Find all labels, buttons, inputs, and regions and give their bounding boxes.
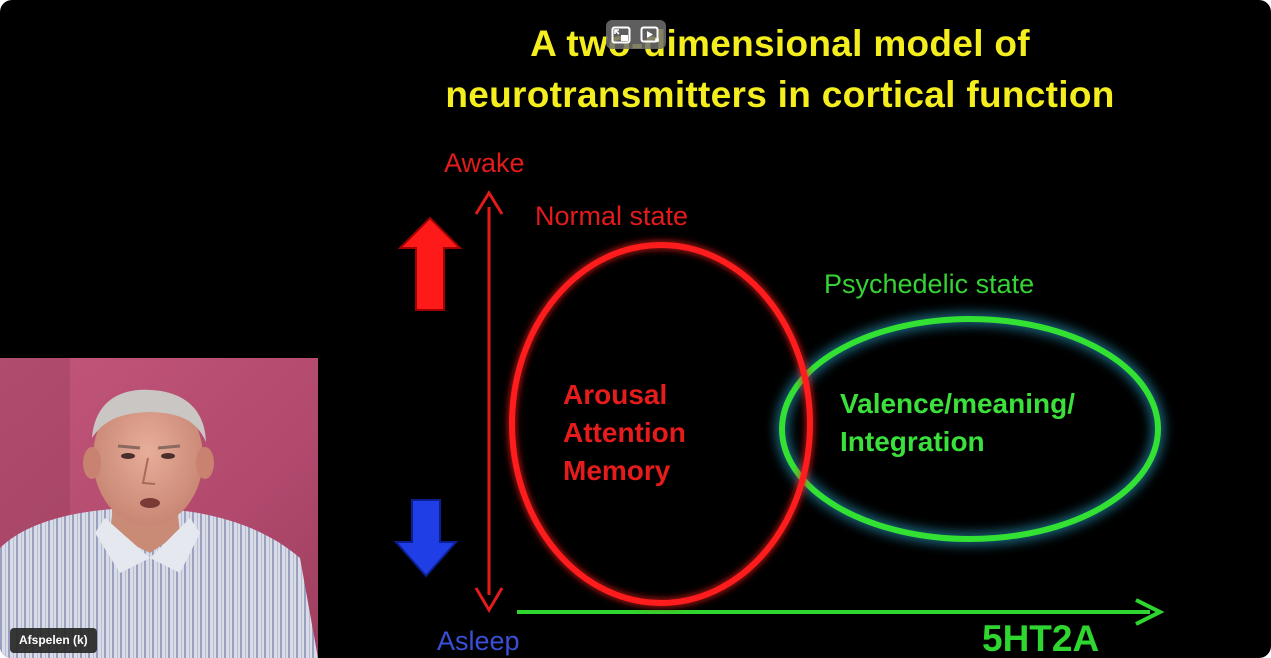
play-tooltip: Afspelen (k) [10,628,97,653]
normal-state-item: Attention [563,417,686,448]
5ht2a-axis-arrow [517,598,1165,626]
arousal-axis-arrow [474,190,504,613]
up-arrow-icon [397,216,463,311]
x-axis-label: 5HT2A [982,618,1100,658]
autoplay-button[interactable] [640,24,662,46]
psychedelic-state-items: Valence/meaning/ Integration [840,385,1075,461]
miniplayer-icon [611,26,631,43]
autoplay-icon [640,26,659,42]
miniplayer-button[interactable] [610,24,632,46]
normal-state-label: Normal state [535,201,689,231]
title-line-2: neurotransmitters in cortical function [445,74,1115,115]
normal-state-items: Arousal Attention Memory [563,376,686,490]
psychedelic-state-ellipse [779,316,1161,542]
down-arrow-icon [393,499,459,578]
presenter-webcam [0,358,318,658]
slide-title: A two-dimensional model of neurotransmit… [330,18,1230,120]
psychedelic-state-item: Valence/meaning/ [840,388,1075,419]
normal-state-item: Arousal [563,379,668,410]
psychedelic-state-label: Psychedelic state [824,269,1035,299]
player-top-controls [606,20,666,49]
normal-state-ellipse [509,242,813,606]
psychedelic-state-item: Integration [840,426,985,457]
normal-state-item: Memory [563,455,671,486]
presenter-image [0,358,318,658]
awake-label: Awake [444,148,525,178]
asleep-label: Asleep [437,626,520,656]
